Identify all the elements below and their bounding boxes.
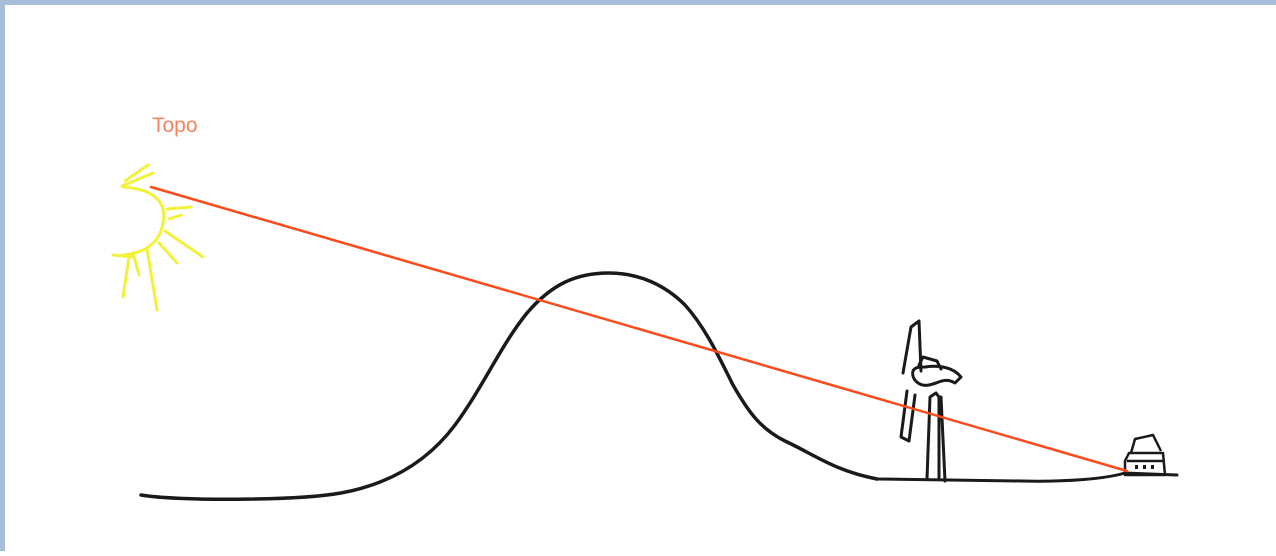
sun-ray	[123, 257, 129, 297]
wind-turbine-icon	[901, 321, 961, 481]
sun-ray	[165, 231, 203, 257]
turbine-blade-lower	[901, 391, 915, 441]
turbine-tower-right	[941, 397, 945, 481]
house-roof	[1131, 435, 1161, 453]
house-walls	[1125, 453, 1165, 475]
house-window	[1151, 465, 1154, 469]
house-window	[1143, 465, 1146, 469]
sun-ray	[169, 215, 181, 219]
house-window	[1135, 465, 1138, 469]
house-icon	[1125, 435, 1165, 475]
sun-ray	[159, 243, 177, 263]
sun-ray	[113, 255, 133, 257]
turbine-tower	[927, 393, 939, 479]
sun-ray	[167, 207, 191, 209]
sun-ray	[147, 249, 157, 310]
sun-icon	[113, 165, 203, 310]
hill	[141, 273, 877, 499]
sight-line	[151, 187, 1127, 471]
diagram-canvas	[5, 5, 1276, 556]
sun-arc	[123, 187, 164, 255]
